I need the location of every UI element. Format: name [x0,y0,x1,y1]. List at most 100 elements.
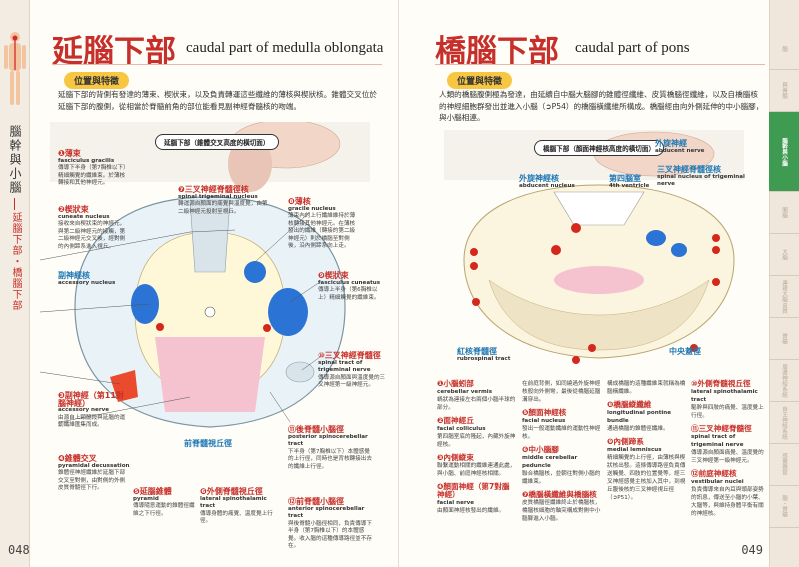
label-title: 外旋神經核 [519,174,559,183]
lateral-spinothalamic [110,370,138,402]
gracile-fasciculus [189,199,231,273]
gracile-nucleus [244,261,266,283]
side-tab-6[interactable]: 脊髓 [769,318,799,360]
item-desc: 傳導源自顏面痛覺、溫度覺的三叉神經第一級神經元。 [691,450,764,464]
label-title: ❷楔狀束 [58,205,89,214]
section-pill: 位置與特徵 [447,72,513,89]
item-heading: ⑪三叉神經脊髓徑 [691,424,752,433]
spinal-trigeminal-nucleus [131,284,159,324]
text-column-4: ⑩外側脊髓視丘徑 lateral spinothalamic tract 驅幹與… [691,380,767,523]
side-tab-3[interactable]: 間腦 [769,192,799,234]
spinal-trigeminal-tract [285,361,315,383]
label-en: cuneate nucleus [58,213,110,220]
leader-line [59,396,191,423]
title-rule [52,64,382,65]
leader-line [189,229,236,233]
label-en: abducent nerve [655,147,705,154]
item-heading: ❺顏面神經核 [522,408,567,417]
side-tab-active[interactable]: 腦幹與小腦 [769,112,799,192]
marker-1 [470,248,478,256]
label-accessory-nerve: ❸副神經（第11對腦神經） accessory nerve 由源自上頸髓段與延腦… [58,392,128,430]
item-heading: ❾內側蹄系 [607,437,644,446]
label-title: ⑫前脊髓小腦徑 [288,497,344,506]
label-title: ❺延腦錐體 [133,487,172,496]
pyramid-region [155,337,265,412]
intro-paragraph: 延腦下部的背側有發達的薄束、楔狀束，以及負責轉運這些纖維的薄核與楔狀核。錐體交叉… [58,90,377,111]
label-en: abducent nucleus [519,182,575,189]
side-tab-10[interactable]: 腦・脊髓 [769,486,799,528]
medial-lemniscus [554,266,644,294]
label-cuneate-nucleus: ❷楔狀束 cuneate nucleus 接收來自楔狀束的神經元，與第二級神經元… [58,206,128,251]
marker-6 [472,298,480,306]
item-heading: ❻中小腦腳 [522,445,559,454]
label-rubrospinal-tract: 紅核脊髓徑 rubrospinal tract [457,348,527,363]
label-desc: 傳導下半身（第7胸椎以下）精細觸覺的纖維束。於薄核轉接和其他神經元。 [58,165,126,186]
medulla-cross-section [40,122,370,428]
left-gutter: 腦幹與小腦 延腦下部・橋腦下部 [0,0,30,567]
label-title: ❻外側脊髓視丘徑 [200,487,263,496]
label-desc: 轉運源自顏面的痛覺與溫度覺，由第二級神經元投射至視丘。 [178,201,268,215]
label-title: ❶薄束 [58,149,81,158]
intro-paragraph: 人類的橋腦腹側極為發達，由延續自中腦大腦腳的錐體徑纖維、皮質橋腦徑纖維，以及自橋… [439,90,764,122]
item-heading: ❹顏面神經（第7對腦神經） [437,482,510,499]
item-desc: 在前庭背側，如同繞過外旋神經核般向外側彎，最後從橋腦延腦溝穿出。 [522,381,601,403]
page-number-left: 048 [8,543,30,557]
item-en: cerebellar vermis [437,389,493,395]
label-spinal-trigeminal-nucleus: ❼三叉神經脊髓徑核 spinal trigeminal nucleus 轉運源自… [178,186,268,216]
label-title: 中央蓋徑 [669,347,701,356]
label-desc: 接收來自楔狀束的神經元，與第二級神經元的接觸，第二級神經元交叉後，經對側的內側蹄… [58,221,126,250]
brainstem-shape [228,136,272,192]
side-tab-4[interactable]: 大腦 [769,234,799,276]
label-en: posterior spinocerebellar tract [288,433,368,448]
side-tab-1[interactable]: 與脊髓 [769,70,799,112]
side-tab-8[interactable]: 自主神經系統 [769,402,799,444]
item-desc: 聯繫運動相關的纖維連通此處，與小腦、前庭神經核相關。 [437,463,516,477]
label-anterior-spinothalamic: 前脊髓視丘徑 [184,440,254,448]
body-figure-icon [4,32,26,105]
abducent-nucleus [571,223,581,233]
item-desc: 皮質橋腦徑纖維終止於橋腦核，橋腦核細胞的軸突構成對側中小腦腳進入小腦。 [522,500,601,522]
item-desc: 精細觸覺的上行徑，由薄核與楔狀核出發。這條傳導路徑負責傳送觸覺、四肢的位置覺等，… [607,455,686,501]
label-fasciculus-gracilis: ❶薄束 fasciculus gracilis 傳導下半身（第7胸椎以下）精細觸… [58,150,128,188]
label-desc: 傳導上半身（第6胸椎以上）精細觸覺的纖維束。 [318,287,380,301]
label-en: 4th ventricle [609,182,650,189]
side-tab-7[interactable]: 周邊神經系統 [769,360,799,402]
cuneate-nucleus [268,288,308,336]
side-tab-9[interactable]: 感覺器官 [769,444,799,486]
text-column-2: 在前庭背側，如同繞過外旋神經核般向外側彎，最後從橋腦延腦溝穿出。 ❺顏面神經核 … [522,380,602,528]
item-heading: ❸內側縱束 [437,453,474,462]
item-en: lateral spinothalamic tract [691,389,758,403]
side-tab-5[interactable]: 連接大腦皮質 [769,276,799,318]
label-abducent-nerve: 外旋神經 abducent nerve [655,140,745,155]
label-desc: 與後脊髓小腦徑相同，負責傳導下半身（第7胸椎以下）的本體感覺。收入腦的這種傳導路… [288,520,372,550]
label-en: spinal tract of trigeminal nerve [318,359,371,374]
item-en: facial colliculus [437,426,486,432]
label-en: fasciculus cuneatus [318,279,381,286]
label-title: ❸副神經（第11對腦神經） [58,391,124,408]
leader-line [40,371,121,385]
page-title-en: caudal part of pons [575,40,690,56]
label-desc: 錐體徑神經纖維於延腦下部交叉至對側，由對側的外側皮質脊髓徑下行。 [58,470,126,491]
leader-line [301,356,321,371]
item-en: facial nucleus [522,418,566,424]
vertical-divider [14,198,15,210]
marker-10 [712,278,720,286]
leader-line [289,281,321,303]
label-title: ❹錐體交叉 [58,454,97,463]
label-spinal-tract-trigeminal: ⑩三叉神經脊髓徑 spinal tract of trigeminal nerv… [318,352,388,390]
label-pyramid: ❺延腦錐體 pyramid 傳導隨意運動的錐體徑纖維之下行徑。 [133,488,198,518]
marker-11 [712,234,720,242]
item-en: vestibular nuclei [691,479,744,485]
label-desc: 傳導身體的痛覺、溫度覺上行徑。 [200,510,273,525]
label-en: fasciculus gracilis [58,157,115,164]
item-desc: 發出一般運動纖維的運動性神經核。 [522,426,601,440]
item-heading: ❶小腦蚓部 [437,379,474,388]
label-desc: 傳導隨意運動的錐體徑纖維之下行徑。 [133,503,195,517]
label-title: ❾楔狀束 [318,271,349,280]
label-anterior-spinocerebellar: ⑫前脊髓小腦徑 anterior spinocerebellar tract 與… [288,498,372,551]
marker-8 [572,356,580,364]
item-desc: 通過橋腦的錐體徑纖維。 [607,426,669,432]
item-desc: 由顏面神經核發出的纖維。 [437,508,505,514]
side-tab-0[interactable]: 腦 [769,28,799,70]
accessory-nucleus [156,323,164,331]
